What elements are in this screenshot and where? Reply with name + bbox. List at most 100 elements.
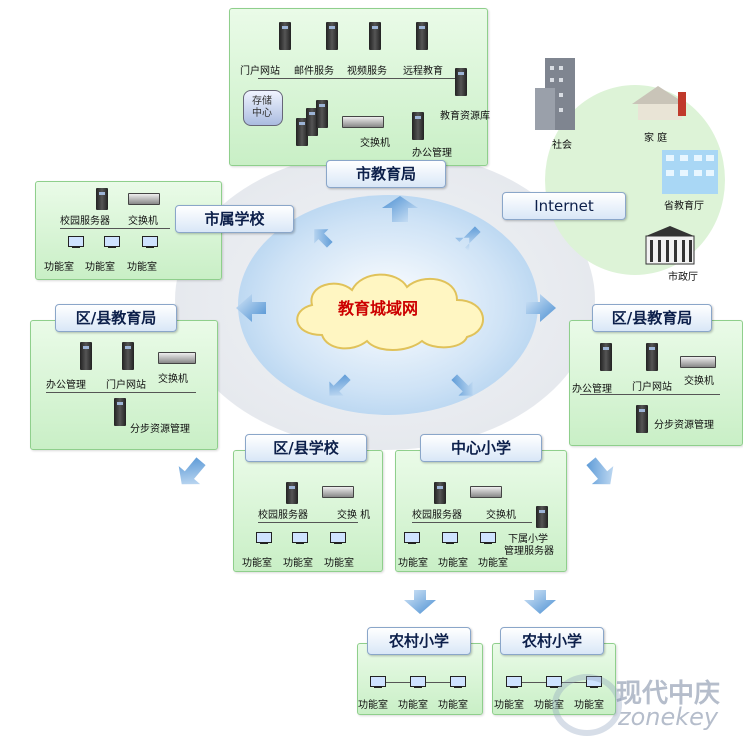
computer-icon bbox=[442, 532, 458, 544]
computer-icon bbox=[410, 676, 426, 688]
function-room-label: 功能室 bbox=[398, 558, 428, 569]
campus-server-label: 校园服务器 bbox=[412, 510, 462, 521]
server-icon bbox=[600, 343, 612, 371]
portal-label: 门户网站 bbox=[632, 382, 672, 393]
rural1-label: 农村小学 bbox=[367, 627, 471, 655]
server-icon bbox=[114, 398, 126, 426]
city-hall-label: 市政厅 bbox=[668, 272, 698, 283]
server-icon bbox=[296, 118, 308, 146]
function-room-label: 功能室 bbox=[438, 700, 468, 711]
switch-label: 交换机 bbox=[158, 374, 188, 385]
switch-label: 交换机 bbox=[486, 510, 516, 521]
bus-line bbox=[258, 78, 458, 79]
cloud-icon bbox=[296, 273, 484, 351]
watermark-en: zonekey bbox=[618, 703, 719, 731]
function-room-label: 功能室 bbox=[283, 558, 313, 569]
office-label: 办公管理 bbox=[46, 380, 86, 391]
resource-label: 分步资源管理 bbox=[654, 420, 714, 431]
district-left-panel bbox=[30, 320, 218, 450]
function-room-label: 功能室 bbox=[127, 262, 157, 273]
central-primary-panel bbox=[395, 450, 567, 572]
function-room-label: 功能室 bbox=[85, 262, 115, 273]
server-icon bbox=[326, 22, 338, 50]
server-icon bbox=[536, 506, 548, 528]
building-icon bbox=[535, 58, 575, 130]
city-bureau-label: 市教育局 bbox=[326, 160, 446, 188]
computer-icon bbox=[68, 236, 84, 248]
switch-label: 交换机 bbox=[128, 216, 158, 227]
office-label: 办公管理 bbox=[412, 148, 452, 159]
internet-label: Internet bbox=[502, 192, 626, 220]
logo-icon bbox=[552, 674, 622, 736]
server-icon bbox=[455, 68, 467, 96]
arrow-up-icon bbox=[382, 196, 418, 222]
rural2-label: 农村小学 bbox=[500, 627, 604, 655]
switch-icon bbox=[128, 193, 160, 205]
computer-icon bbox=[546, 676, 562, 688]
computer-icon bbox=[404, 532, 420, 544]
computer-icon bbox=[506, 676, 522, 688]
district-left-label: 区/县教育局 bbox=[55, 304, 177, 332]
district-right-label: 区/县教育局 bbox=[592, 304, 712, 332]
portal-label: 门户网站 bbox=[240, 66, 280, 77]
computer-icon bbox=[104, 236, 120, 248]
sub-server-label: 管理服务器 bbox=[504, 546, 554, 557]
computer-icon bbox=[330, 532, 346, 544]
arrow-down-rural1-icon bbox=[404, 590, 436, 614]
arrow-outer-left-icon bbox=[178, 457, 206, 485]
function-room-label: 功能室 bbox=[438, 558, 468, 569]
society-label: 社会 bbox=[552, 140, 572, 151]
server-icon bbox=[279, 22, 291, 50]
server-icon bbox=[636, 405, 648, 433]
arrow-right-icon bbox=[526, 294, 556, 322]
switch-label: 交换机 bbox=[684, 376, 714, 387]
server-icon bbox=[646, 343, 658, 371]
server-icon bbox=[96, 188, 108, 210]
computer-icon bbox=[142, 236, 158, 248]
function-room-label: 功能室 bbox=[324, 558, 354, 569]
campus-server-label: 校园服务器 bbox=[258, 510, 308, 521]
province-label: 省教育厅 bbox=[664, 201, 704, 212]
computer-icon bbox=[480, 532, 496, 544]
server-icon bbox=[316, 100, 328, 128]
resource-label: 分步资源管理 bbox=[130, 424, 190, 435]
arrow-left-icon bbox=[236, 294, 266, 322]
city-school-label: 市属学校 bbox=[175, 205, 294, 233]
switch-label: 交换机 bbox=[360, 138, 390, 149]
arrow-outer-right-icon bbox=[586, 457, 614, 485]
function-room-label: 功能室 bbox=[534, 700, 564, 711]
server-icon bbox=[412, 112, 424, 140]
switch-icon bbox=[342, 116, 384, 128]
district-school-label: 区/县学校 bbox=[245, 434, 367, 462]
arrow-upright-icon bbox=[455, 226, 481, 252]
arrow-upleft-icon bbox=[314, 229, 333, 248]
watermark-cn: 现代中庆 bbox=[616, 679, 721, 709]
storage-label: 存储 中心 bbox=[252, 96, 272, 119]
city-bureau-panel bbox=[229, 8, 488, 166]
computer-icon bbox=[256, 532, 272, 544]
city-hall-icon bbox=[645, 226, 695, 265]
province-building-icon bbox=[662, 150, 718, 194]
video-label: 视频服务 bbox=[347, 66, 387, 77]
switch-icon bbox=[470, 486, 502, 498]
switch-icon bbox=[158, 352, 196, 364]
campus-server-label: 校园服务器 bbox=[60, 216, 110, 227]
bus-line bbox=[412, 522, 532, 523]
bus-line bbox=[60, 228, 170, 229]
server-icon bbox=[416, 22, 428, 50]
server-icon bbox=[434, 482, 446, 504]
switch-label: 交换 机 bbox=[337, 510, 371, 521]
function-room-label: 功能室 bbox=[478, 558, 508, 569]
server-icon bbox=[80, 342, 92, 370]
bus-line bbox=[580, 394, 720, 395]
server-icon bbox=[369, 22, 381, 50]
house-icon bbox=[632, 86, 686, 120]
arrow-down-rural2-icon bbox=[524, 590, 556, 614]
server-icon bbox=[286, 482, 298, 504]
storage-icon bbox=[243, 90, 283, 126]
arrow-downright-icon bbox=[451, 374, 473, 396]
center-label: 教育城域网 bbox=[338, 299, 419, 318]
office-label: 办公管理 bbox=[572, 384, 612, 395]
function-room-label: 功能室 bbox=[494, 700, 524, 711]
